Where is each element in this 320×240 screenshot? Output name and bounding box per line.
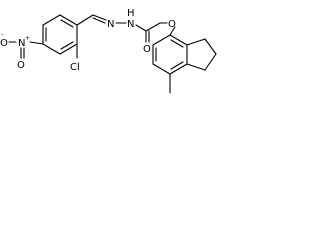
chemical-structure-diagram: N + O - O Cl N N H O O — [0, 8, 217, 94]
imine-nitrogen-label: N — [107, 19, 114, 30]
amide-nitrogen-label: N — [127, 19, 134, 30]
indane-cyclopentane-ring — [186, 38, 217, 71]
nitro-group: N + O - O — [0, 31, 44, 71]
ether-oxygen-label: O — [168, 19, 176, 30]
chloro-substituent: Cl — [70, 43, 80, 73]
nitro-chlorobenzene-ring — [42, 14, 78, 55]
oxyacetyl-chain: O O — [135, 19, 176, 55]
nitro-plus-charge: + — [25, 35, 30, 42]
chlorine-label: Cl — [70, 62, 80, 73]
nitro-oxygen-label: O — [17, 60, 25, 71]
hydrazone-linker: N N H — [76, 8, 135, 30]
indane-benzene-ring — [152, 34, 188, 75]
carbonyl-oxygen-label: O — [143, 44, 151, 55]
amide-hydrogen-label: H — [127, 8, 135, 19]
nitro-nitrogen-label: N — [18, 38, 25, 49]
nitro-minus-charge: - — [1, 31, 3, 38]
nitro-oxygen-minus-label: O — [0, 38, 8, 49]
